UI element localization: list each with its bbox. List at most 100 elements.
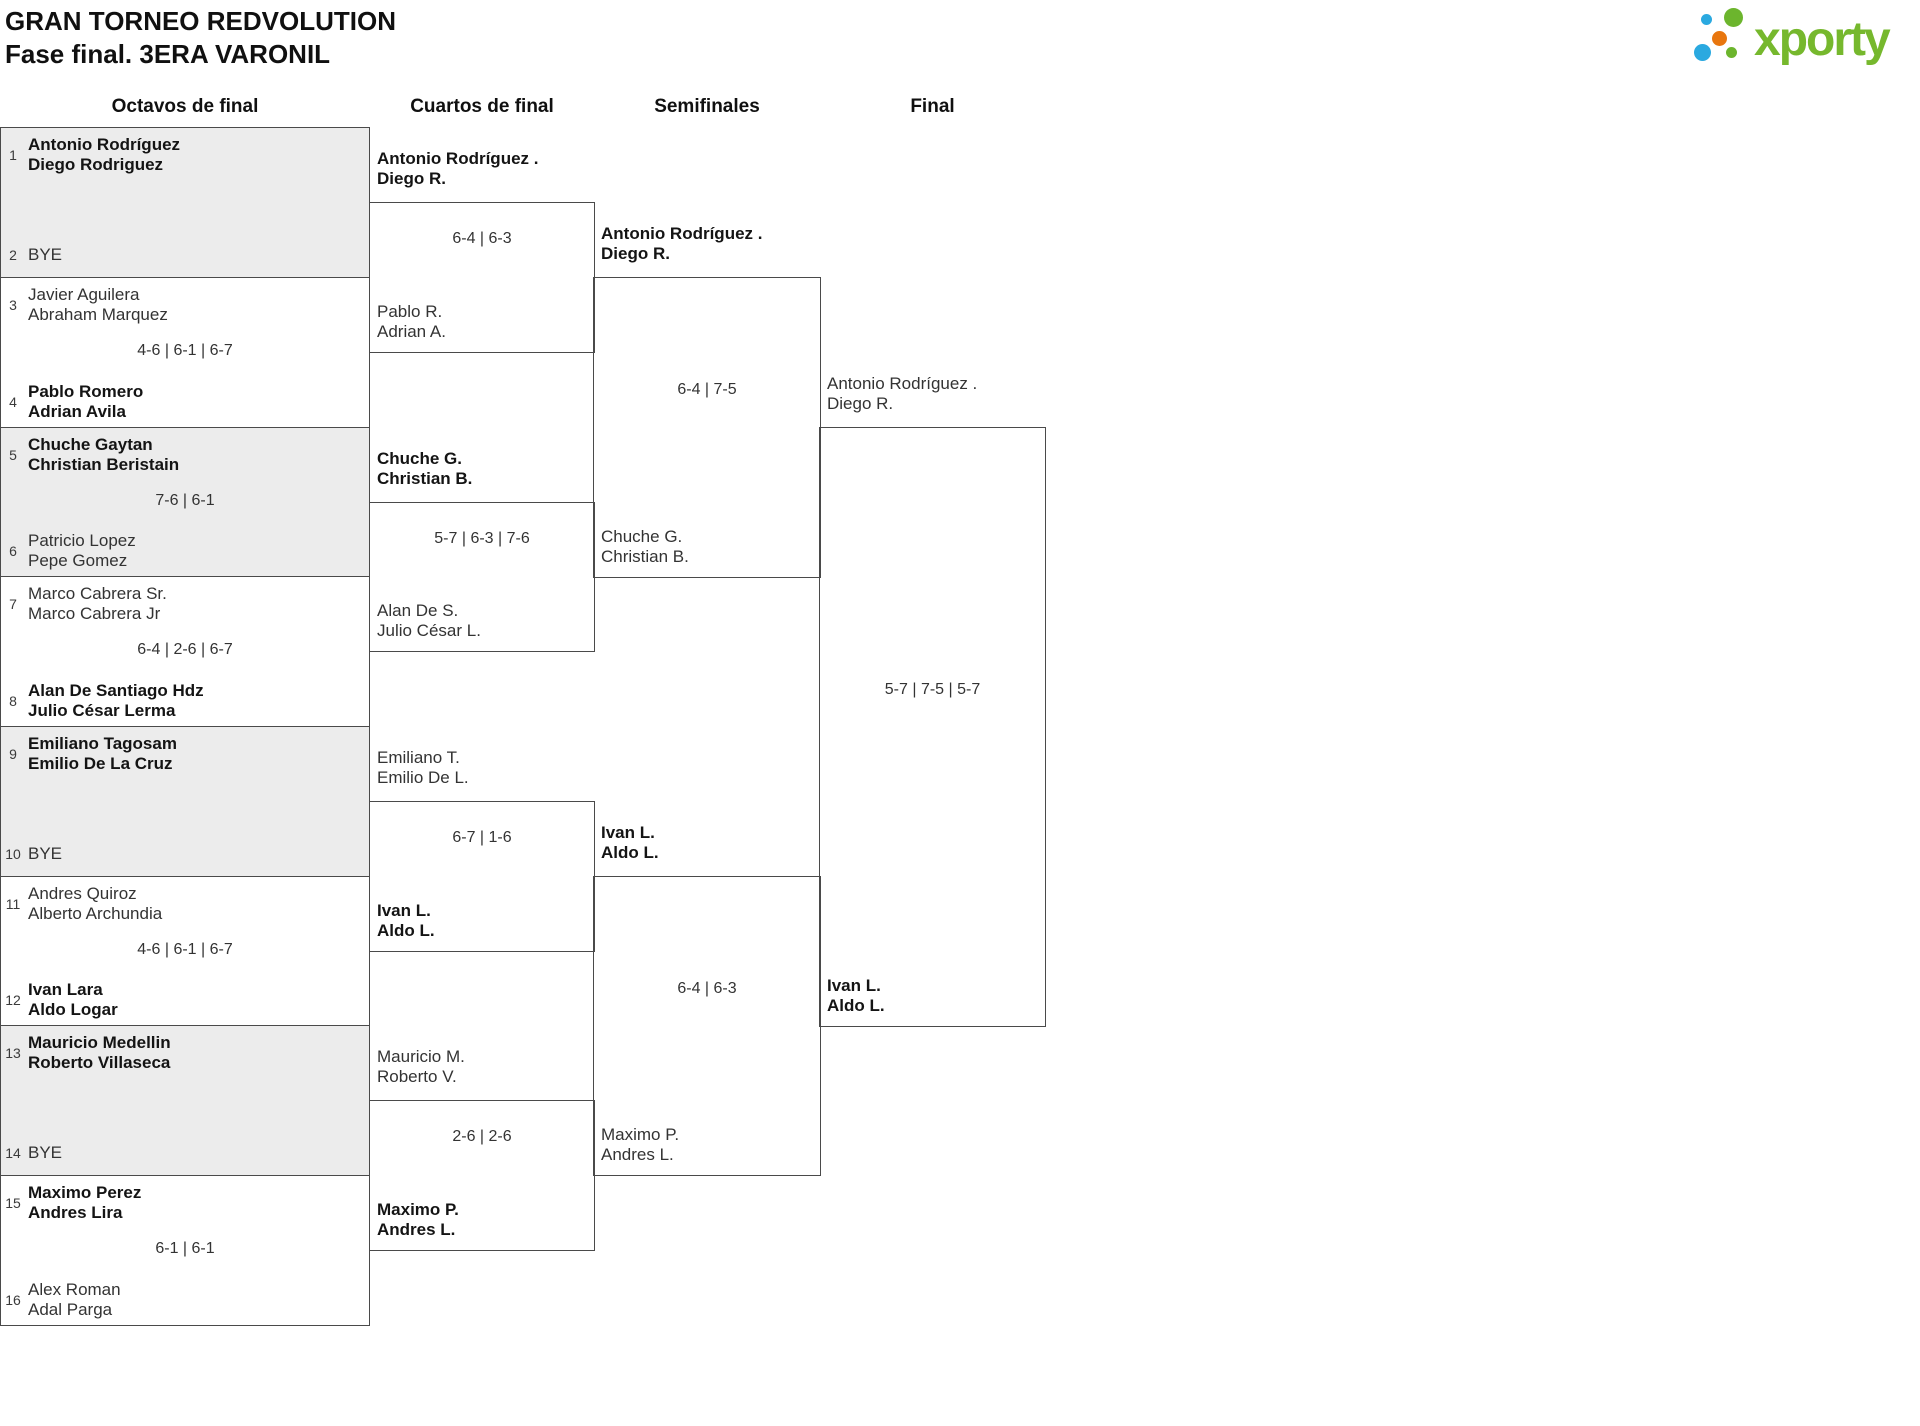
team-name: Christian B. bbox=[601, 547, 689, 566]
phase-category: Fase final. 3ERA VARONIL bbox=[5, 39, 331, 69]
team-name: Emilio De La Cruz bbox=[28, 754, 173, 773]
match-score: 6-4 | 6-3 bbox=[452, 230, 512, 247]
match-score: 2-6 | 2-6 bbox=[452, 1128, 512, 1145]
team-name: Andres L. bbox=[377, 1220, 456, 1239]
team-name: Adrian Avila bbox=[28, 402, 126, 421]
team-slot: 5 Chuche Gaytan Christian Beristain bbox=[0, 435, 370, 475]
team-name: Christian B. bbox=[377, 469, 473, 488]
match-score: 4-6 | 6-1 | 6-7 bbox=[137, 342, 233, 359]
seed-number: 7 bbox=[9, 596, 17, 612]
team-name: Ivan L. bbox=[377, 901, 431, 920]
team-name: Aldo L. bbox=[601, 843, 659, 862]
team-slot-bye: 2 BYE bbox=[0, 245, 370, 265]
team-name: Alan De S. bbox=[377, 601, 459, 620]
match-box bbox=[0, 576, 370, 727]
match-box bbox=[0, 127, 370, 278]
team-label: Antonio Rodríguez . Diego R. bbox=[377, 149, 592, 189]
team-name: Adal Parga bbox=[28, 1300, 113, 1319]
team-name: Ivan L. bbox=[827, 976, 881, 995]
team-name: Pepe Gomez bbox=[28, 551, 128, 570]
match-score: 6-4 | 6-3 bbox=[677, 980, 737, 997]
round-header-cuartos: Cuartos de final bbox=[410, 96, 554, 117]
team-name: Antonio Rodríguez . bbox=[601, 224, 763, 243]
team-label: Chuche G. Christian B. bbox=[601, 527, 816, 567]
seed-number: 1 bbox=[9, 147, 17, 163]
match-box bbox=[0, 876, 370, 1026]
match-score: 5-7 | 7-5 | 5-7 bbox=[884, 681, 981, 698]
team-label: Antonio Rodríguez . Diego R. bbox=[601, 224, 816, 264]
team-label: Maximo P. Andres L. bbox=[601, 1125, 816, 1165]
logo-dot-icon bbox=[1694, 44, 1711, 61]
seed-number: 10 bbox=[5, 846, 21, 862]
team-slot: 11 Andres Quiroz Alberto Archundia bbox=[0, 884, 370, 924]
team-slot: 7 Marco Cabrera Sr. Marco Cabrera Jr bbox=[0, 584, 370, 624]
seed-number: 2 bbox=[9, 247, 17, 263]
team-label: Alan De S. Julio César L. bbox=[377, 601, 592, 641]
team-name: Adrian A. bbox=[377, 322, 446, 341]
team-name: Andres L. bbox=[601, 1145, 674, 1164]
team-name: Chuche Gaytan bbox=[28, 435, 153, 454]
match-box bbox=[0, 1175, 370, 1326]
logo-dot-icon bbox=[1726, 47, 1737, 58]
team-slot: 1 Antonio Rodríguez Diego Rodriguez bbox=[0, 135, 370, 175]
logo-wordmark: xporty bbox=[1754, 13, 1891, 66]
team-label: Pablo R. Adrian A. bbox=[377, 302, 592, 342]
team-name: Maximo P. bbox=[601, 1125, 680, 1144]
match-box bbox=[0, 1025, 370, 1176]
match-box bbox=[0, 726, 370, 877]
team-name: Alan De Santiago Hdz bbox=[28, 681, 204, 700]
team-slot: 6 Patricio Lopez Pepe Gomez bbox=[0, 531, 370, 571]
logo-dot-icon bbox=[1724, 8, 1743, 27]
seed-number: 9 bbox=[9, 746, 17, 762]
team-name: Diego R. bbox=[601, 244, 670, 263]
team-label: Antonio Rodríguez . Diego R. bbox=[827, 374, 1042, 414]
team-name: Chuche G. bbox=[377, 449, 463, 468]
team-name: Diego R. bbox=[377, 169, 446, 188]
seed-number: 5 bbox=[9, 447, 17, 463]
team-slot-bye: 14 BYE bbox=[0, 1143, 370, 1163]
xporty-logo[interactable]: xporty bbox=[1690, 2, 1918, 72]
team-name: Andres Lira bbox=[28, 1203, 123, 1222]
match-score: 6-1 | 6-1 bbox=[155, 1240, 215, 1257]
team-name: Mauricio Medellin bbox=[28, 1033, 171, 1052]
round-header-octavos: Octavos de final bbox=[111, 96, 259, 117]
seed-number: 11 bbox=[5, 896, 21, 912]
seed-number: 4 bbox=[9, 394, 17, 410]
team-name: Roberto V. bbox=[377, 1067, 457, 1086]
team-slot: 9 Emiliano Tagosam Emilio De La Cruz bbox=[0, 734, 370, 774]
team-name: Alex Roman bbox=[28, 1280, 121, 1299]
logo-dot-icon bbox=[1701, 14, 1712, 25]
seed-number: 13 bbox=[5, 1045, 21, 1061]
team-name: Alberto Archundia bbox=[28, 904, 163, 923]
team-name: Diego R. bbox=[827, 394, 894, 413]
team-name: Maximo P. bbox=[377, 1200, 459, 1219]
team-label: Mauricio M. Roberto V. bbox=[377, 1047, 592, 1087]
team-name: Patricio Lopez bbox=[28, 531, 136, 550]
team-name: Julio César L. bbox=[377, 621, 481, 640]
team-name: Julio César Lerma bbox=[28, 701, 176, 720]
seed-number: 14 bbox=[5, 1145, 21, 1161]
team-name: Mauricio M. bbox=[377, 1047, 465, 1066]
team-slot-bye: 10 BYE bbox=[0, 844, 370, 864]
team-name: Ivan Lara bbox=[28, 980, 103, 999]
bye-label: BYE bbox=[28, 1143, 63, 1162]
team-name: Antonio Rodríguez bbox=[28, 135, 181, 154]
team-name: Maximo Perez bbox=[28, 1183, 142, 1202]
team-name: Marco Cabrera Jr bbox=[28, 604, 161, 623]
team-name: Ivan L. bbox=[601, 823, 655, 842]
team-name: Pablo R. bbox=[377, 302, 443, 321]
team-name: Marco Cabrera Sr. bbox=[28, 584, 167, 603]
round-header-semifinales: Semifinales bbox=[654, 96, 760, 117]
team-name: Abraham Marquez bbox=[28, 305, 168, 324]
team-slot: 13 Mauricio Medellin Roberto Villaseca bbox=[0, 1033, 370, 1073]
team-label: Ivan L. Aldo L. bbox=[827, 976, 1042, 1016]
page-title: GRAN TORNEO REDVOLUTION Fase final. 3ERA… bbox=[5, 5, 396, 71]
round-header-final: Final bbox=[910, 96, 955, 117]
team-name: Antonio Rodríguez . bbox=[377, 149, 539, 168]
seed-number: 3 bbox=[9, 297, 17, 313]
match-score: 4-6 | 6-1 | 6-7 bbox=[137, 941, 233, 958]
team-name: Pablo Romero bbox=[28, 382, 144, 401]
team-slot: 8 Alan De Santiago Hdz Julio César Lerma bbox=[0, 681, 370, 721]
team-label: Chuche G. Christian B. bbox=[377, 449, 592, 489]
team-label: Ivan L. Aldo L. bbox=[601, 823, 816, 863]
